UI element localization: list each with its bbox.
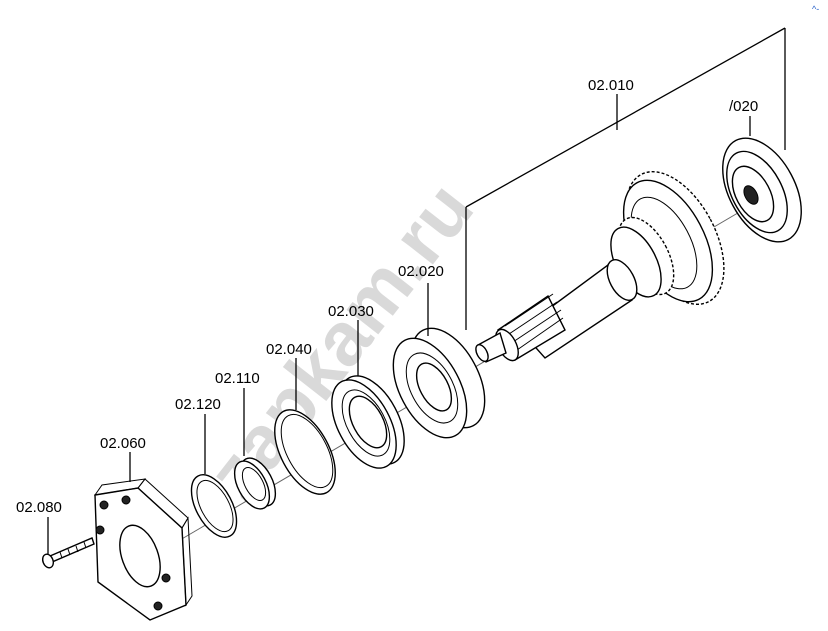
part-screw-02-080: [41, 537, 95, 569]
label-02-030: 02.030: [328, 303, 374, 320]
label-02-020: 02.020: [398, 263, 444, 280]
label-02-080: 02.080: [16, 499, 62, 516]
part-ball-bearing-02-020: [392, 327, 486, 439]
label-020: /020: [729, 98, 758, 115]
part-thrust-washer-020: [722, 137, 802, 243]
assembly-bracket-02-010: [465, 27, 786, 330]
part-spacer-02-110: [233, 457, 277, 510]
part-snap-ring-02-040: [274, 409, 336, 495]
label-02-010: 02.010: [588, 77, 634, 94]
label-02-040: 02.040: [266, 341, 312, 358]
part-o-ring-02-120: [190, 474, 238, 538]
corner-mark: ^-: [812, 4, 819, 14]
part-cover-flange-02-060: [93, 478, 193, 621]
leader-lines: [47, 94, 751, 554]
label-02-120: 02.120: [175, 396, 221, 413]
part-seal-02-030: [331, 375, 405, 469]
label-02-110: 02.110: [215, 370, 260, 387]
part-input-shaft-02-010: [475, 171, 725, 363]
label-02-060: 02.060: [100, 435, 146, 452]
